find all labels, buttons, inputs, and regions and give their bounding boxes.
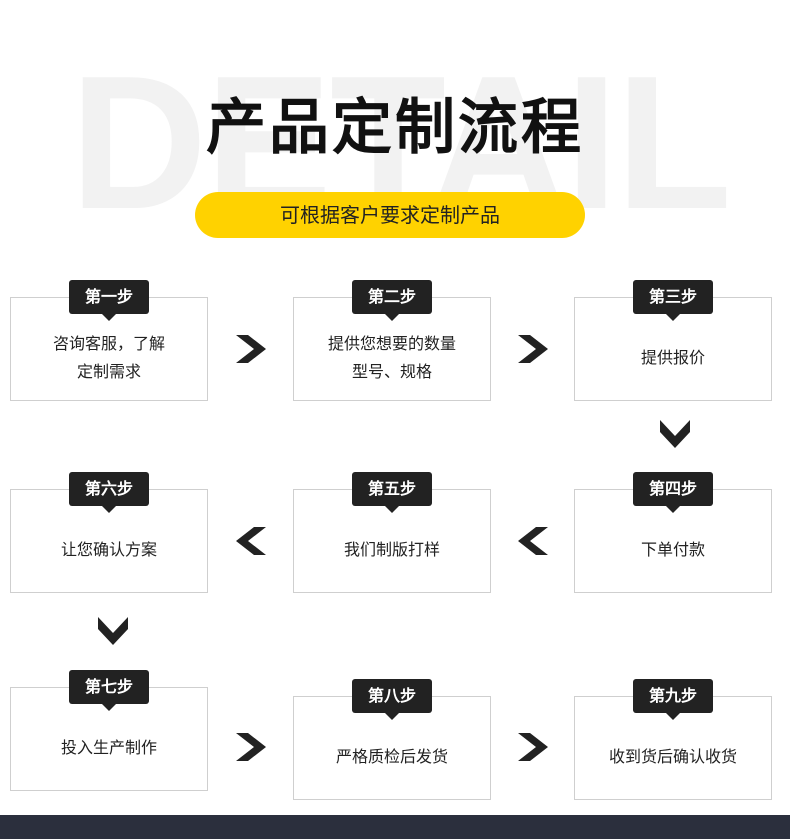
step-4-desc: 下单付款 xyxy=(640,540,705,559)
chevron-right-icon xyxy=(516,333,550,365)
step-3-badge: 第三步 xyxy=(633,280,713,314)
step-9-box: 第九步 收到货后确认收货 xyxy=(574,679,772,800)
step-7-badge: 第七步 xyxy=(69,670,149,704)
chevron-right-icon xyxy=(234,333,268,365)
step-6-badge: 第六步 xyxy=(69,472,149,506)
step-7-desc: 投入生产制作 xyxy=(60,738,157,757)
step-5-desc: 我们制版打样 xyxy=(343,540,440,559)
step-1-box: 第一步 咨询客服，了解 定制需求 xyxy=(10,280,208,401)
step-2-desc: 提供您想要的数量 型号、规格 xyxy=(327,334,456,381)
step-4-badge: 第四步 xyxy=(633,472,713,506)
step-1-desc: 咨询客服，了解 定制需求 xyxy=(52,334,165,381)
step-6-desc: 让您确认方案 xyxy=(60,540,157,559)
step-5-badge: 第五步 xyxy=(352,472,432,506)
step-4-box: 第四步 下单付款 xyxy=(574,472,772,593)
step-7-box: 第七步 投入生产制作 xyxy=(10,670,208,791)
subtitle-badge: 可根据客户要求定制产品 xyxy=(195,192,585,238)
step-9-desc: 收到货后确认收货 xyxy=(608,747,737,766)
step-3-desc: 提供报价 xyxy=(640,348,705,367)
step-8-badge: 第八步 xyxy=(352,679,432,713)
step-5-box: 第五步 我们制版打样 xyxy=(293,472,491,593)
step-9-badge: 第九步 xyxy=(633,679,713,713)
chevron-left-icon xyxy=(516,525,550,557)
step-8-box: 第八步 严格质检后发货 xyxy=(293,679,491,800)
page-title: 产品定制流程 xyxy=(206,93,584,163)
chevron-down-icon xyxy=(658,418,692,450)
step-1-badge: 第一步 xyxy=(69,280,149,314)
step-2-box: 第二步 提供您想要的数量 型号、规格 xyxy=(293,280,491,401)
step-6-box: 第六步 让您确认方案 xyxy=(10,472,208,593)
chevron-right-icon xyxy=(234,731,268,763)
chevron-left-icon xyxy=(234,525,268,557)
chevron-right-icon xyxy=(516,731,550,763)
footer-bar xyxy=(0,815,790,839)
step-2-badge: 第二步 xyxy=(352,280,432,314)
step-3-box: 第三步 提供报价 xyxy=(574,280,772,401)
step-8-desc: 严格质检后发货 xyxy=(335,747,448,766)
chevron-down-icon xyxy=(96,615,130,647)
